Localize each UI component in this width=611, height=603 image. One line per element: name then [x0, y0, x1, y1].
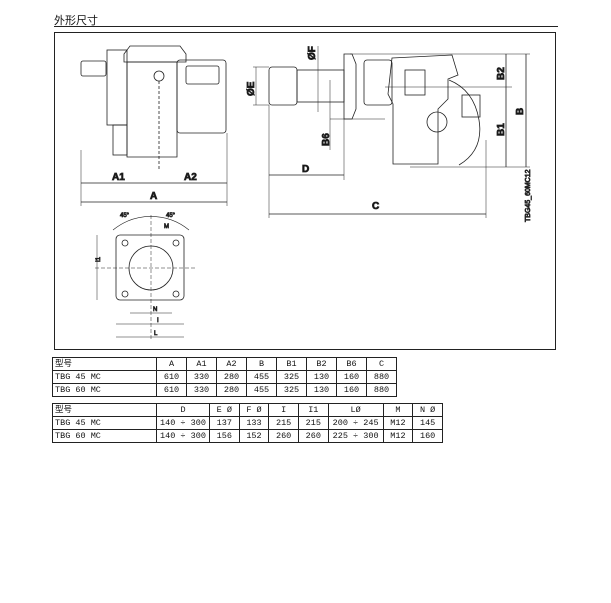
value-cell: 280	[216, 370, 247, 384]
header-cell: M	[382, 403, 414, 417]
value-cell: 455	[246, 383, 277, 397]
header-cell: B2	[306, 357, 337, 371]
value-cell: 330	[186, 383, 217, 397]
value-cell: 280	[216, 383, 247, 397]
dim-B1-label: B1	[496, 123, 507, 136]
value-cell: 880	[366, 370, 397, 384]
dimension-drawing: A1 A2 A 45° 45° M N I L I1	[80, 45, 532, 340]
header-cell: I	[268, 403, 299, 417]
dim-I-label: I	[157, 318, 159, 324]
dim-B2-label: B2	[496, 67, 507, 80]
value-cell: 260	[297, 429, 329, 443]
flange-view	[95, 215, 195, 340]
header-cell: B	[246, 357, 277, 371]
dim-N-label: N	[153, 307, 157, 313]
table-row: TBG 60 MC 140 ÷ 300 156 152 260 260 225 …	[52, 429, 443, 443]
section-title: 外形尺寸	[54, 14, 98, 27]
header-cell: D	[156, 403, 210, 417]
value-cell: 156	[209, 429, 240, 443]
front-view	[80, 45, 228, 206]
table-row: TBG 45 MC 610 330 280 455 325 130 160 88…	[52, 370, 397, 384]
model-cell: TBG 60 MC	[52, 383, 157, 397]
header-cell: F Ø	[238, 403, 270, 417]
value-cell: M12	[382, 416, 414, 430]
value-cell: 330	[186, 370, 217, 384]
value-cell: M12	[382, 429, 414, 443]
value-cell: 325	[276, 370, 307, 384]
value-cell: 137	[209, 416, 240, 430]
header-cell: A2	[216, 357, 247, 371]
dim-E-label: ØE	[246, 81, 257, 96]
model-cell: TBG 45 MC	[52, 370, 157, 384]
header-cell: B6	[336, 357, 367, 371]
value-cell: 130	[306, 370, 337, 384]
side-view	[253, 46, 530, 218]
dim-L-label: L	[154, 331, 158, 337]
header-cell: 型号	[52, 357, 157, 371]
value-cell: 145	[412, 416, 443, 430]
value-cell: 133	[238, 416, 270, 430]
value-cell: 215	[297, 416, 329, 430]
title-underline	[54, 26, 558, 27]
value-cell: 325	[276, 383, 307, 397]
model-cell: TBG 60 MC	[52, 429, 157, 443]
drawing-frame	[54, 32, 556, 350]
value-cell: 130	[306, 383, 337, 397]
dimensions-table-2: 型号 D E Ø F Ø I I1 LØ M N Ø TBG 45 MC 140…	[52, 403, 443, 443]
dim-A-label: A	[150, 191, 157, 202]
value-cell: 200 ÷ 245	[327, 416, 384, 430]
table-row: TBG 60 MC 610 330 280 455 325 130 160 88…	[52, 383, 397, 397]
value-cell: 160	[412, 429, 443, 443]
dim-C-label: C	[372, 201, 379, 212]
value-cell: 152	[238, 429, 270, 443]
value-cell: 880	[366, 383, 397, 397]
table-header-row: 型号 D E Ø F Ø I I1 LØ M N Ø	[52, 403, 443, 417]
dim-A1-label: A1	[112, 172, 125, 183]
dimensions-table-1: 型号 A A1 A2 B B1 B2 B6 C TBG 45 MC 610 33…	[52, 357, 397, 397]
dim-I1-label: I1	[96, 256, 102, 262]
dim-B6-label: B6	[321, 133, 332, 146]
model-cell: TBG 45 MC	[52, 416, 157, 430]
value-cell: 610	[156, 370, 187, 384]
value-cell: 455	[246, 370, 277, 384]
value-cell: 260	[268, 429, 299, 443]
table-header-row: 型号 A A1 A2 B B1 B2 B6 C	[52, 357, 397, 371]
value-cell: 610	[156, 383, 187, 397]
header-cell: B1	[276, 357, 307, 371]
dim-D-label: D	[302, 164, 309, 175]
value-cell: 225 ÷ 300	[327, 429, 384, 443]
dim-B-label: B	[515, 108, 526, 115]
header-cell: C	[366, 357, 397, 371]
header-cell: 型号	[52, 403, 157, 417]
value-cell: 140 ÷ 300	[156, 416, 210, 430]
header-cell: A	[156, 357, 187, 371]
header-cell: E Ø	[209, 403, 240, 417]
angle-right-label: 45°	[166, 213, 176, 219]
value-cell: 215	[268, 416, 299, 430]
dim-M-label: M	[164, 224, 169, 230]
value-cell: 160	[336, 370, 367, 384]
value-cell: 140 ÷ 300	[156, 429, 210, 443]
header-cell: A1	[186, 357, 217, 371]
table-row: TBG 45 MC 140 ÷ 300 137 133 215 215 200 …	[52, 416, 443, 430]
header-cell: LØ	[327, 403, 384, 417]
header-cell: I1	[297, 403, 329, 417]
drawing-code: TBG45_60MC12	[525, 169, 532, 222]
dim-A2-label: A2	[184, 172, 197, 183]
dim-F-label: ØF	[307, 46, 318, 60]
value-cell: 160	[336, 383, 367, 397]
header-cell: N Ø	[412, 403, 443, 417]
angle-left-label: 45°	[120, 213, 130, 219]
